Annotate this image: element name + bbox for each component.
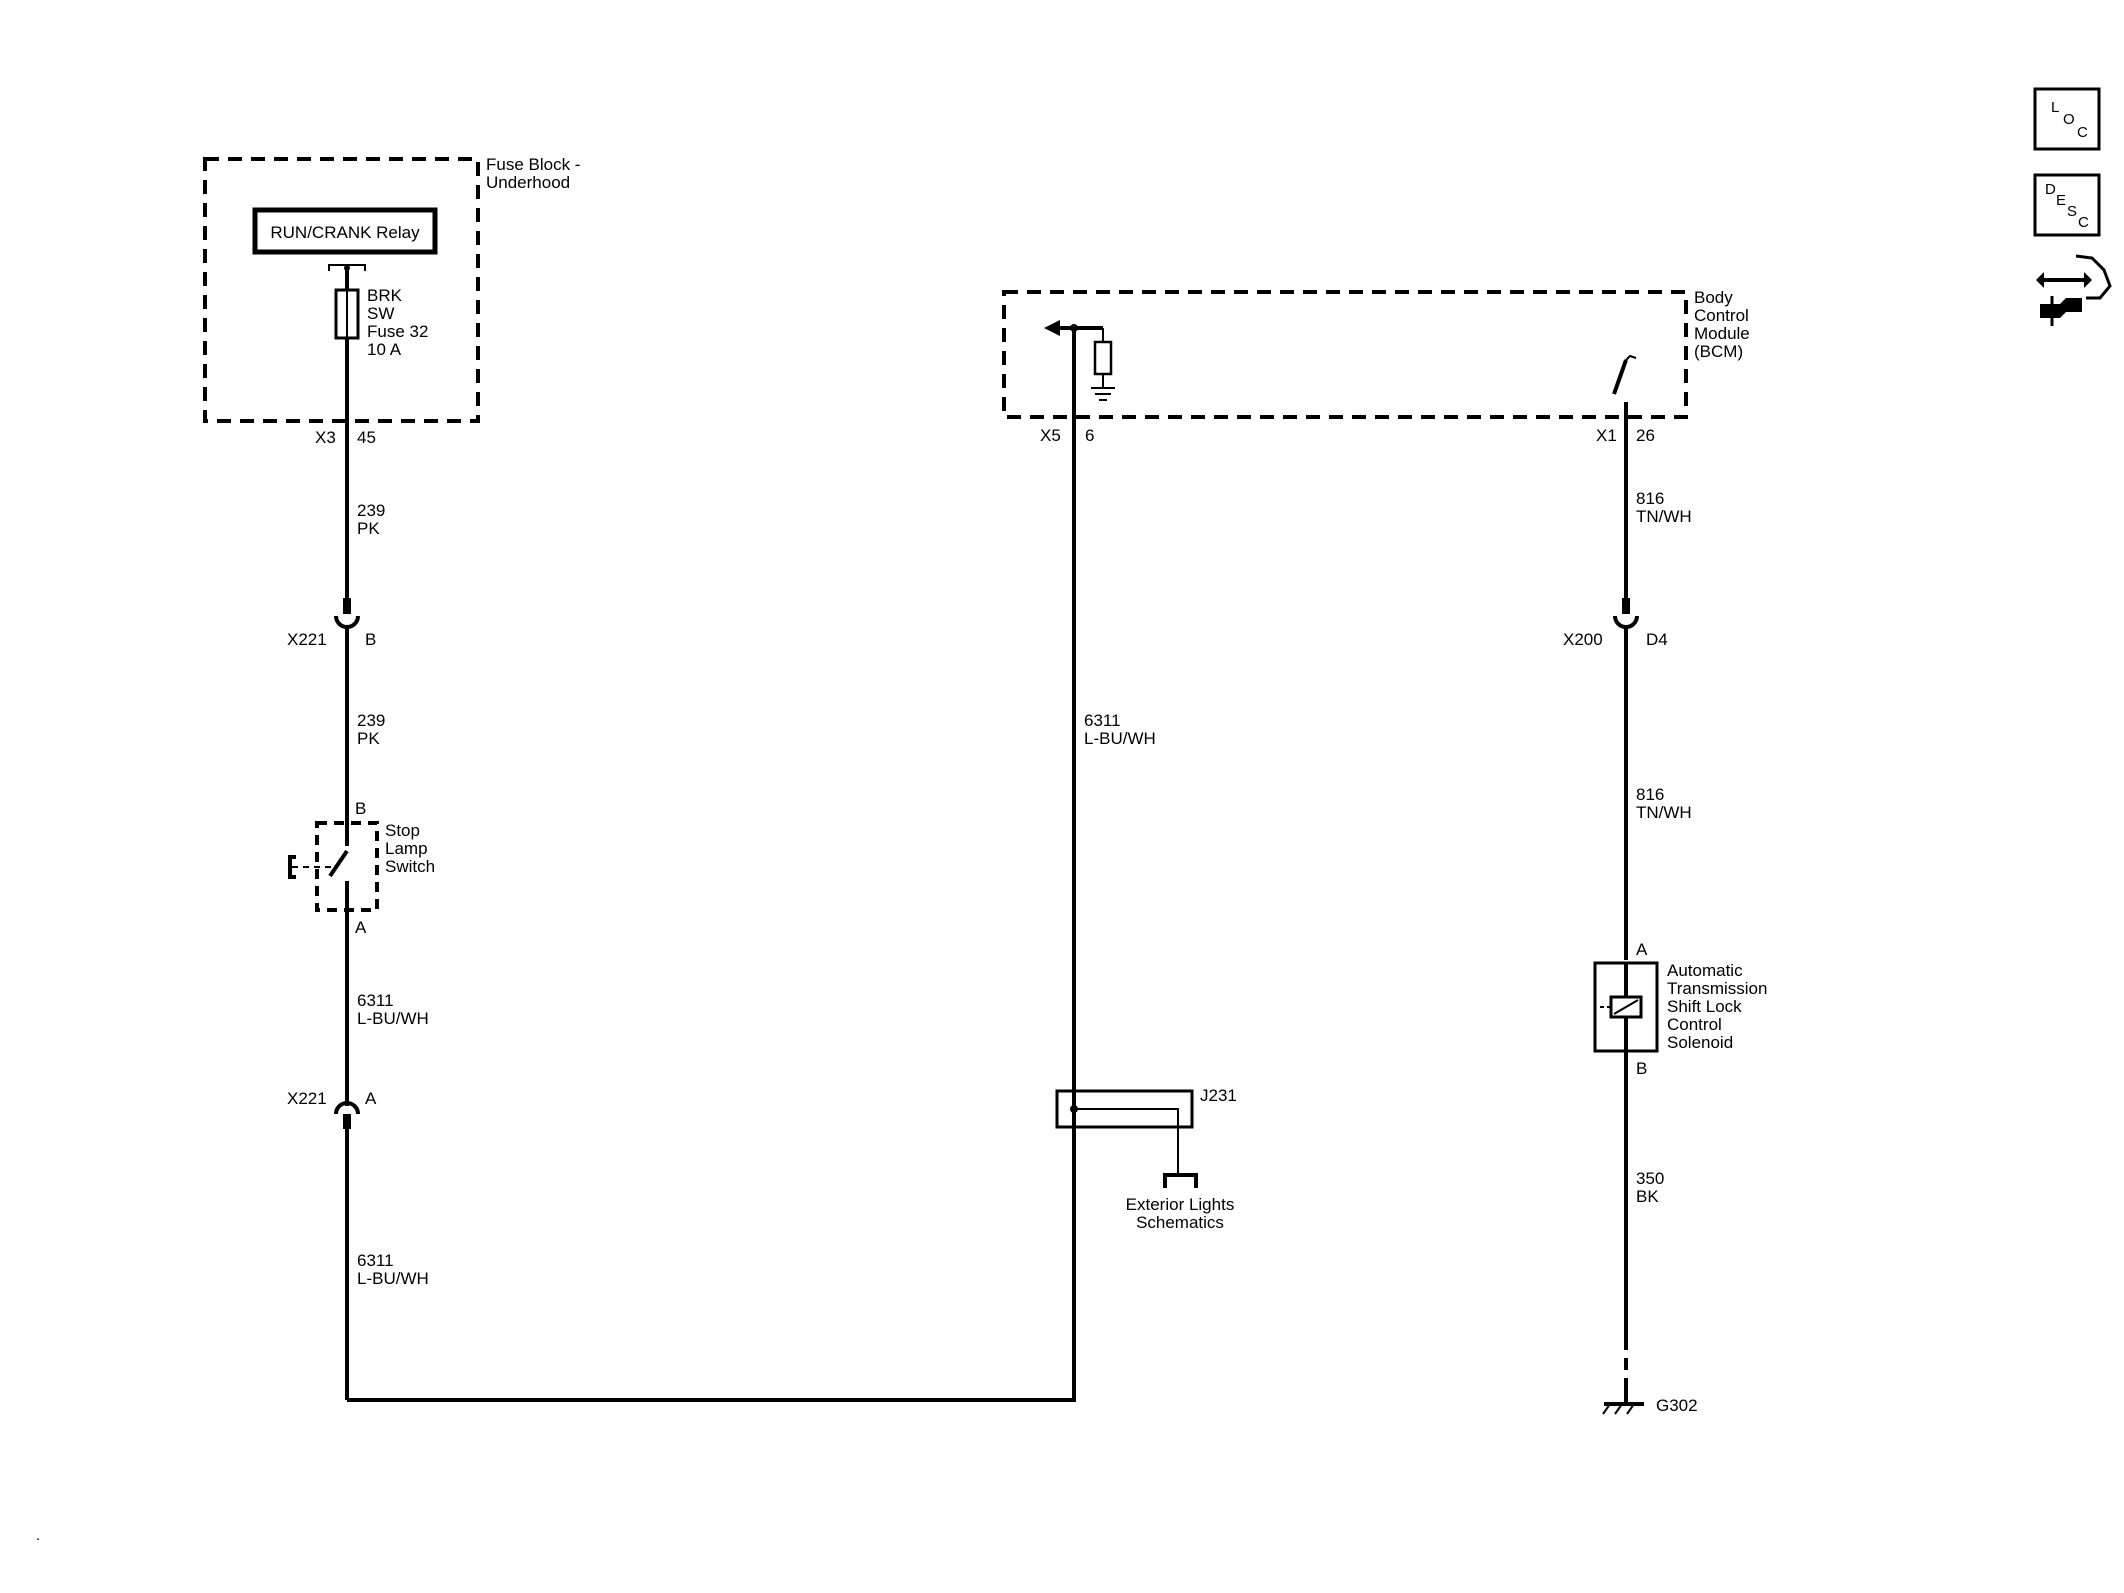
stop-lamp-label-3: Switch [385,857,435,876]
fuse-label-4: 10 A [367,340,402,359]
wire-239-a-color: PK [357,519,380,538]
inline-connector-x221-b[interactable] [334,598,360,816]
x1-pin-label: 26 [1636,426,1655,445]
stop-lamp-label-1: Stop [385,821,420,840]
wire-6311-a-color: L-BU/WH [357,1009,429,1028]
wire-6311-a-number: 6311 [357,991,394,1010]
inline-connector-x200[interactable] [1613,598,1639,960]
solenoid-label-4: Control [1667,1015,1722,1034]
stop-lamp-pin-b: B [355,799,366,818]
bcm-output-switch [1612,354,1637,420]
wire-6311-bottom-run[interactable] [347,1110,1076,1402]
fuse-label-3: Fuse 32 [367,322,428,341]
wire-6311-c-number: 6311 [1084,711,1121,730]
loc-icon-o: O [2063,111,2075,128]
desc-icon-s: S [2067,203,2077,220]
bcm-label-4: (BCM) [1694,342,1743,361]
wire-239-b-color: PK [357,729,380,748]
fuse-32[interactable] [334,283,360,340]
x221-a-pin: A [365,1089,377,1108]
splice-label: J231 [1200,1086,1237,1105]
x200-pin: D4 [1646,630,1668,649]
wire-816-b-color: TN/WH [1636,803,1692,822]
fuse-label-2: SW [367,304,394,323]
exterior-lights-link[interactable]: Exterior Lights Schematics [1126,1195,1235,1232]
body-control-module[interactable]: Body Control Module (BCM) [1002,288,1750,420]
relay-contact-symbol [328,264,366,285]
ground-label: G302 [1656,1396,1698,1415]
fuse-block-underhood[interactable]: Fuse Block - Underhood RUN/CRANK Relay B… [203,155,580,423]
wire-239-a-number: 239 [357,501,385,520]
wire-816-a-color: TN/WH [1636,507,1692,526]
x3-pin-label: 45 [357,428,376,447]
inline-connector-x221-a[interactable] [334,1101,360,1400]
ground-g302[interactable]: G302 [1602,1338,1698,1415]
fuse-block-title-1: Fuse Block - [486,155,580,174]
wire-816-b-number: 816 [1636,785,1664,804]
wire-239-b-number: 239 [357,711,385,730]
x5-pin-label: 6 [1085,426,1094,445]
solenoid-label-1: Automatic [1667,961,1743,980]
x221-b-pin: B [365,630,376,649]
exterior-lights-ref-1: Exterior Lights [1126,1195,1235,1214]
stop-lamp-switch[interactable]: B Stop Lamp Switch A [288,799,435,937]
bcm-input-circuit [1044,320,1115,420]
x221-b-connector: X221 [287,630,327,649]
solenoid-label-2: Transmission [1667,979,1767,998]
x1-connector-label: X1 [1596,426,1617,445]
solenoid-label-5: Solenoid [1667,1033,1733,1052]
loc-icon[interactable]: L O C [2033,87,2101,151]
connector-end-view-icon[interactable] [2036,254,2112,326]
splice-pack-j231[interactable]: J231 [1055,1086,1237,1188]
relay-label: RUN/CRANK Relay [270,223,420,242]
fuse-block-title-2: Underhood [486,173,570,192]
switch-contact-blade [328,849,349,878]
loc-icon-c: C [2077,124,2088,141]
bcm-label-2: Control [1694,306,1749,325]
wire-350-color: BK [1636,1187,1659,1206]
stop-lamp-label-2: Lamp [385,839,428,858]
loc-icon-l: L [2051,99,2059,116]
solenoid-pin-a: A [1636,940,1648,959]
bcm-label-1: Body [1694,288,1733,307]
desc-icon-d: D [2045,181,2056,198]
x5-connector-label: X5 [1040,426,1061,445]
bcm-label-3: Module [1694,324,1750,343]
solenoid-pin-b: B [1636,1059,1647,1078]
shift-lock-solenoid[interactable]: A B Automatic Transmission Shift Lock Co… [1593,940,1767,1078]
desc-icon-c: C [2078,214,2089,231]
stop-lamp-pin-a: A [355,918,367,937]
exterior-lights-ref-2: Schematics [1136,1213,1224,1232]
wire-6311-b-color: L-BU/WH [357,1269,429,1288]
x200-connector: X200 [1563,630,1603,649]
desc-icon[interactable]: D E S C [2033,173,2101,237]
footer-mark: . [36,1527,40,1544]
wire-6311-c-color: L-BU/WH [1084,729,1156,748]
x221-a-connector: X221 [287,1089,327,1108]
x3-connector-label: X3 [315,428,336,447]
wire-350-number: 350 [1636,1169,1664,1188]
wire-816-a-number: 816 [1636,489,1664,508]
desc-icon-e: E [2056,192,2066,209]
wire-6311-b-number: 6311 [357,1251,394,1270]
fuse-label-1: BRK [367,286,403,305]
solenoid-label-3: Shift Lock [1667,997,1742,1016]
run-crank-relay[interactable]: RUN/CRANK Relay [252,207,438,255]
